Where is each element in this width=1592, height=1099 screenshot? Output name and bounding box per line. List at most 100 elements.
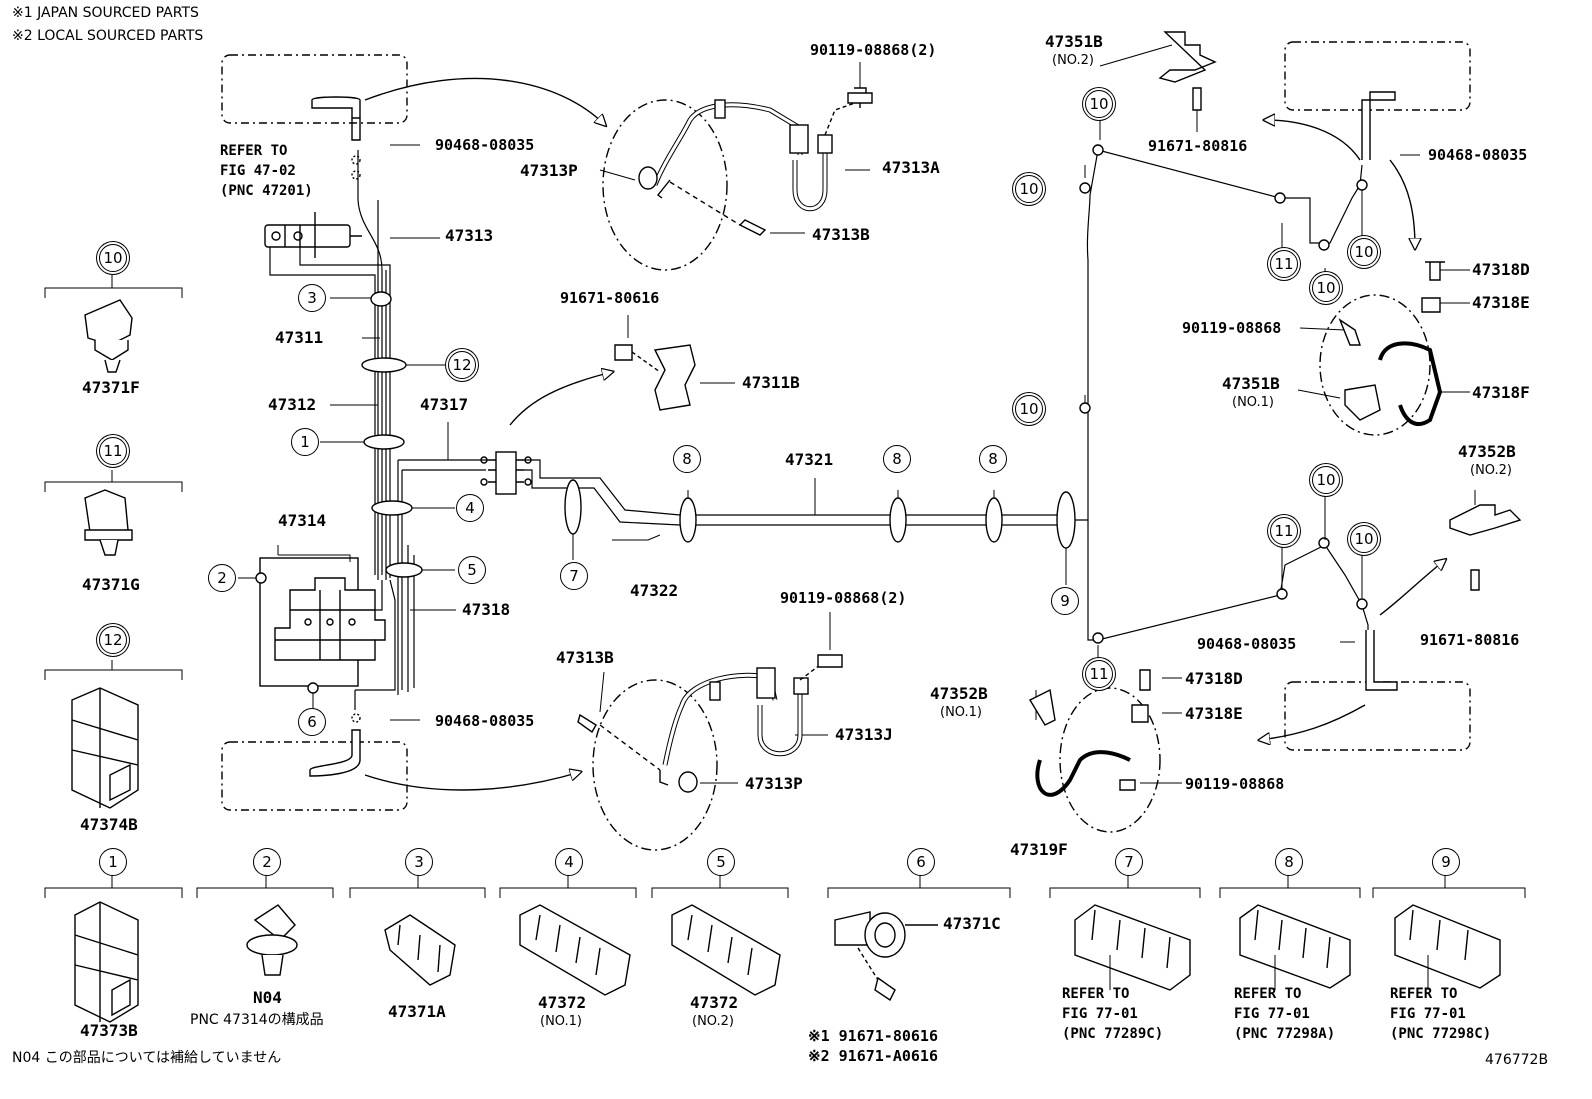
legend-7-ref-2: FIG 77-01 [1062, 1006, 1138, 1022]
legend-clip-7 [1074, 904, 1191, 991]
hose-detail-bottom [577, 654, 843, 793]
label-90468-right-top: 90468-08035 [1428, 146, 1528, 164]
label-47319F: 47319F [1010, 840, 1068, 859]
legend-clip-2 [246, 904, 298, 976]
legend-part-47374B: 47374B [80, 815, 138, 834]
callout-5: 5 [458, 556, 486, 584]
label-47317: 47317 [420, 395, 469, 414]
note-local: ※2 LOCAL SOURCED PARTS [12, 28, 204, 44]
label-47311: 47311 [275, 328, 324, 347]
arrow-bottom-left [364, 772, 580, 791]
legend-9-ref-3: (PNC 77298C) [1390, 1026, 1492, 1042]
legend-clip-3 [384, 914, 456, 986]
detail-circle-2 [592, 679, 718, 851]
ref-box-top-left [221, 54, 408, 124]
arrow-top-left [364, 77, 605, 125]
callout-3: 3 [298, 284, 326, 312]
footnote: N04 この部品については補給していません [12, 1050, 282, 1066]
pipe-end-top-left [311, 96, 361, 119]
legend-sub-japan-bolt: ※1 91671-80616 [808, 1027, 938, 1045]
detail-circle-4 [1059, 687, 1161, 833]
callout-6: 6 [298, 708, 326, 736]
callout-7: 7 [560, 562, 588, 590]
label-47351B-no2: 47351B [1045, 32, 1103, 51]
legend-num-10: 10 [99, 244, 127, 272]
legend-brackets [44, 275, 1526, 898]
legend-num-11: 11 [99, 437, 127, 465]
legend-num-5: 5 [707, 848, 735, 876]
legend-8-ref-1: REFER TO [1234, 986, 1302, 1002]
label-47311B: 47311B [742, 373, 800, 392]
legend-clip-10 [84, 299, 133, 373]
legend-num-7: 7 [1115, 848, 1143, 876]
legend-part-47371F: 47371F [82, 378, 140, 397]
legend-8-ref-3: (PNC 77298A) [1234, 1026, 1336, 1042]
main-pipes [524, 149, 1369, 680]
callout-1: 1 [291, 428, 319, 456]
label-47351B-no1: 47351B [1222, 374, 1280, 393]
legend-sub-no2: (NO.2) [692, 1014, 734, 1029]
callout-10d: 10 [1312, 274, 1340, 302]
label-47318D-bottom: 47318D [1185, 669, 1243, 688]
detail-circle-1 [602, 99, 728, 271]
callout-11a: 11 [1270, 250, 1298, 278]
legend-part-47371A: 47371A [388, 1002, 446, 1021]
callout-10a: 10 [1085, 90, 1113, 118]
legend-num-2: 2 [253, 848, 281, 876]
label-90119-right: 90119-08868 [1182, 319, 1282, 337]
note-japan: ※1 JAPAN SOURCED PARTS [12, 5, 199, 21]
label-47318E-top: 47318E [1472, 293, 1530, 312]
ref-box-bottom-left [221, 741, 408, 811]
legend-part-N04: N04 [253, 988, 282, 1007]
label-91671-80816-top: 91671-80816 [1148, 137, 1248, 155]
arrow-right-mid [1379, 560, 1445, 616]
callout-10c: 10 [1015, 395, 1043, 423]
leader-lines [238, 44, 1476, 784]
legend-part-47372-no2: 47372 [690, 993, 739, 1012]
right-brackets [1029, 31, 1522, 797]
abs-actuator [274, 577, 386, 661]
label-47318D-top: 47318D [1472, 260, 1530, 279]
legend-9-ref-1: REFER TO [1390, 986, 1458, 1002]
legend-num-3: 3 [405, 848, 433, 876]
label-90119-2-top: 90119-08868(2) [810, 41, 937, 59]
legend-part-47371C: 47371C [943, 914, 1001, 933]
legend-sub-no1: (NO.1) [540, 1014, 582, 1029]
arrow-mid [509, 372, 612, 426]
label-90119-2-bottom: 90119-08868(2) [780, 589, 907, 607]
label-91671-80616: 91671-80616 [560, 289, 660, 307]
label-90468-top: 90468-08035 [435, 136, 535, 154]
label-90468-right-bottom: 90468-08035 [1197, 635, 1297, 653]
legend-num-6: 6 [907, 848, 935, 876]
label-47313P-top: 47313P [520, 161, 578, 180]
callout-8c: 8 [979, 445, 1007, 473]
legend-9-ref-2: FIG 77-01 [1390, 1006, 1466, 1022]
label-no2-b: (NO.2) [1470, 463, 1512, 478]
joint-47317 [495, 451, 517, 495]
legend-clip-4 [519, 904, 631, 996]
arrow-top-right-1 [1265, 120, 1361, 161]
callout-12: 12 [448, 351, 476, 379]
callout-9: 9 [1051, 587, 1079, 615]
refer-line-2: FIG 47-02 [220, 163, 296, 179]
label-no1-a: (NO.1) [1232, 395, 1274, 410]
callout-10f: 10 [1312, 466, 1340, 494]
label-47313J: 47313J [835, 725, 893, 744]
legend-clip-6 [834, 911, 938, 1002]
label-90468-bottom: 90468-08035 [435, 712, 535, 730]
label-47313: 47313 [445, 226, 494, 245]
legend-8-ref-2: FIG 77-01 [1234, 1006, 1310, 1022]
label-47322: 47322 [630, 581, 679, 600]
label-47314: 47314 [278, 511, 327, 530]
legend-part-47371G: 47371G [82, 575, 140, 594]
label-47313P-bottom: 47313P [745, 774, 803, 793]
pipe-end-bottom-left [309, 729, 361, 777]
label-47318F: 47318F [1472, 383, 1530, 402]
callout-11b: 11 [1270, 517, 1298, 545]
legend-clip-1 [74, 901, 139, 1023]
legend-num-1: 1 [99, 848, 127, 876]
legend-part-47373B: 47373B [80, 1021, 138, 1040]
label-47321: 47321 [785, 450, 834, 469]
legend-sub-N04: PNC 47314の構成品 [190, 1012, 324, 1028]
